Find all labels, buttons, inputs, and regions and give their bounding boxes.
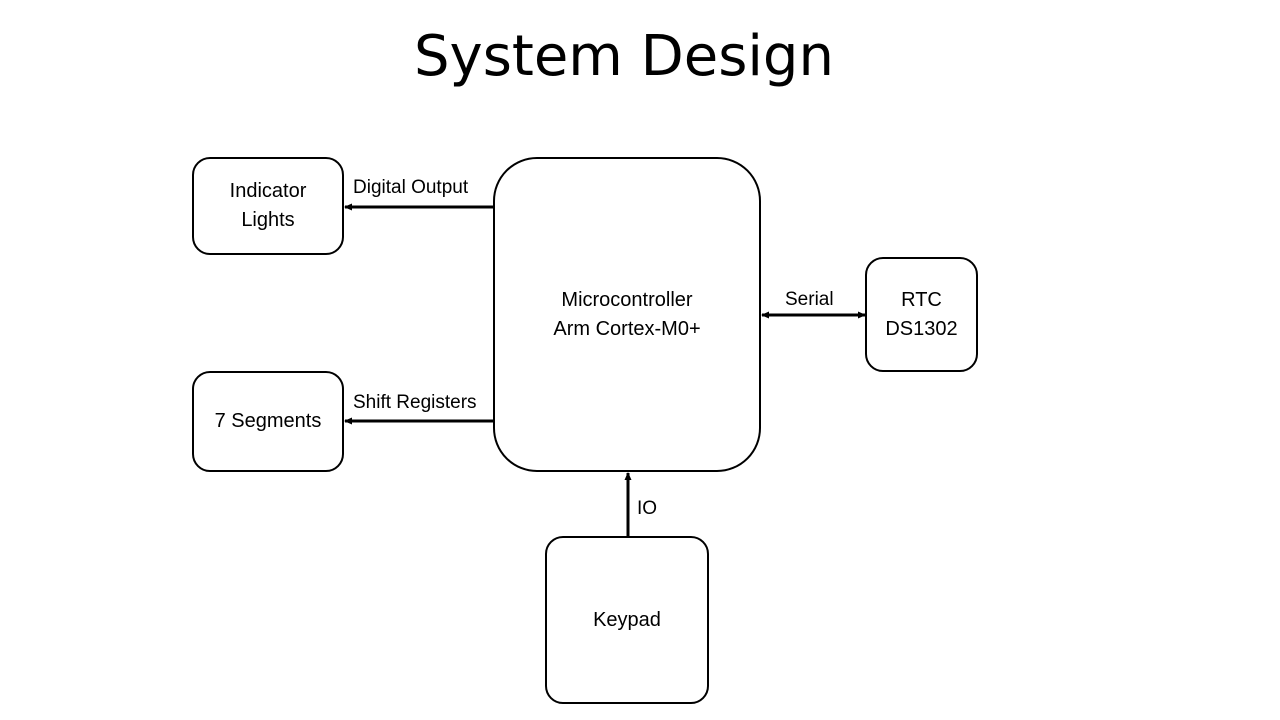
microcontroller-label-line2: Arm Cortex-M0+ [553, 317, 701, 340]
digital-output-label: Digital Output [353, 177, 469, 198]
rtc-block: RTC DS1302 [865, 257, 978, 372]
serial-label: Serial [785, 289, 834, 310]
indicator-lights-label-line2: Lights [241, 209, 295, 231]
keypad-block: Keypad [545, 536, 709, 704]
rtc-label-line1: RTC [901, 288, 942, 311]
seven-segments-label: 7 Segments [214, 410, 322, 432]
indicator-lights-label-line1: Indicator [229, 180, 307, 202]
indicator-lights-block: Indicator Lights [192, 157, 344, 255]
io-label: IO [637, 498, 658, 519]
shift-registers-label: Shift Registers [353, 392, 477, 413]
microcontroller-label-line1: Microcontroller [561, 288, 693, 311]
page-title: System Design [414, 24, 834, 89]
keypad-label: Keypad [593, 608, 661, 631]
microcontroller-block: Microcontroller Arm Cortex-M0+ [493, 157, 761, 472]
rtc-label-line2: DS1302 [885, 317, 958, 340]
seven-segments-block: 7 Segments [192, 371, 344, 472]
